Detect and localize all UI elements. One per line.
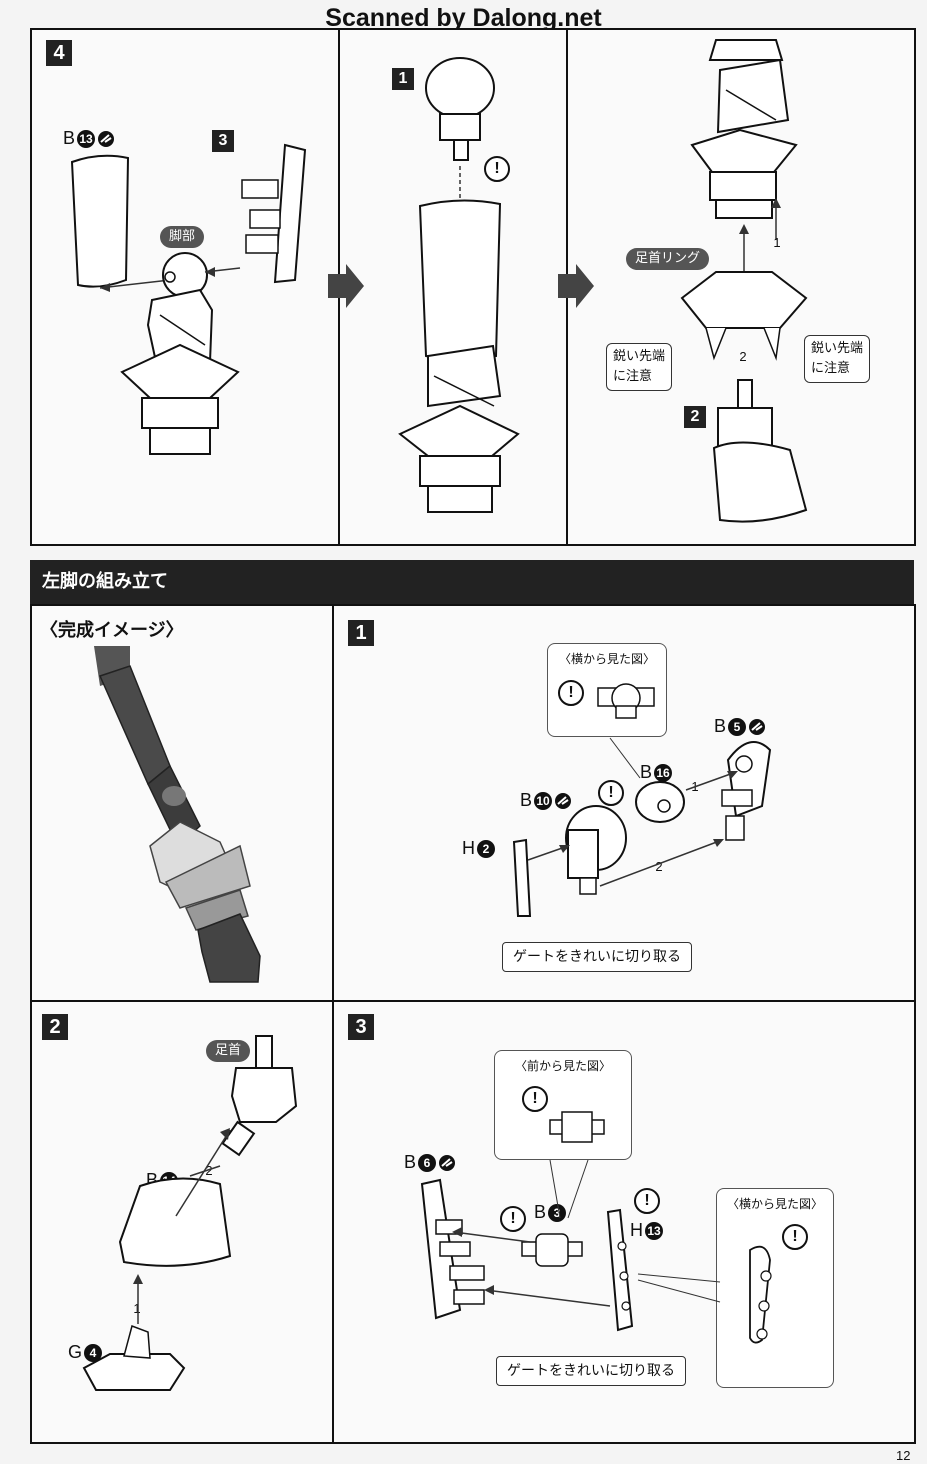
divider [332, 604, 334, 1444]
part-label-b13: B 13 [63, 128, 115, 149]
part-label-h13: H 13 [630, 1220, 663, 1241]
section-banner: 左脚の組み立て [30, 560, 914, 604]
part-label-b6: B 6 [404, 1152, 456, 1173]
gate-note: ゲートをきれいに切り取る [502, 942, 692, 972]
leg-label: 脚部 [160, 226, 205, 248]
next-arrow [328, 264, 364, 308]
part-label-g4: G 4 [68, 1342, 103, 1363]
step1-illustration [512, 737, 772, 917]
step-number: 2 [42, 1014, 68, 1040]
part-label-b16: B 16 [640, 762, 673, 783]
cut-icon [749, 718, 766, 735]
front-view-part [549, 1111, 605, 1143]
caution-sharp-right: 鋭い先端 に注意 [804, 335, 871, 383]
caution-icon: ! [634, 1188, 660, 1214]
order-marker-1: 1 [133, 1301, 141, 1316]
sub-step-number: 1 [392, 68, 414, 90]
caution-icon: ! [484, 156, 510, 182]
step-number: 1 [348, 620, 374, 646]
side-view-box: 〈横から見た図〉 [716, 1188, 834, 1388]
ankle-ring-label: 足首リング [626, 248, 710, 270]
ankle-label: 足首 [206, 1040, 251, 1062]
part-label-b5: B 5 [714, 716, 766, 737]
step2-illustration [82, 1035, 298, 1391]
caution-icon: ! [598, 780, 624, 806]
cut-icon [555, 792, 572, 809]
caution-icon: ! [558, 680, 584, 706]
caution-icon: ! [782, 1224, 808, 1250]
leg-insertion-illustration [398, 57, 520, 513]
ankle-ring-illustration [680, 39, 808, 523]
caution-icon: ! [500, 1206, 526, 1232]
sub-step-number: 2 [684, 406, 706, 428]
cut-icon [439, 1154, 456, 1171]
step-number: 3 [348, 1014, 374, 1040]
order-marker-2: 2 [205, 1163, 213, 1178]
cut-icon [98, 130, 115, 147]
order-marker-2: 2 [739, 349, 747, 364]
divider [30, 1000, 916, 1002]
leg-assembly-illustration [70, 143, 307, 455]
watermark: Scanned by Dalong.net [325, 4, 602, 32]
order-marker-1: 1 [773, 235, 781, 250]
part-label-h2: H 2 [462, 838, 495, 859]
caution-sharp-left: 鋭い先端 に注意 [606, 343, 673, 391]
part-label-b3: B 3 [534, 1202, 567, 1223]
next-arrow [558, 264, 594, 308]
page-number: 12 [896, 1448, 911, 1463]
sub-step-number: 3 [212, 130, 234, 152]
part-label-b10: B 10 [520, 790, 572, 811]
caution-icon: ! [522, 1086, 548, 1112]
side-view-part [597, 683, 655, 719]
image-title: 〈完成イメージ〉 [40, 620, 184, 641]
gate-note: ゲートをきれいに切り取る [496, 1356, 686, 1386]
step3-illustration [420, 1159, 772, 1344]
step-number: 4 [46, 40, 72, 66]
completed-leg-image [94, 646, 261, 983]
order-marker-2: 2 [655, 859, 663, 874]
